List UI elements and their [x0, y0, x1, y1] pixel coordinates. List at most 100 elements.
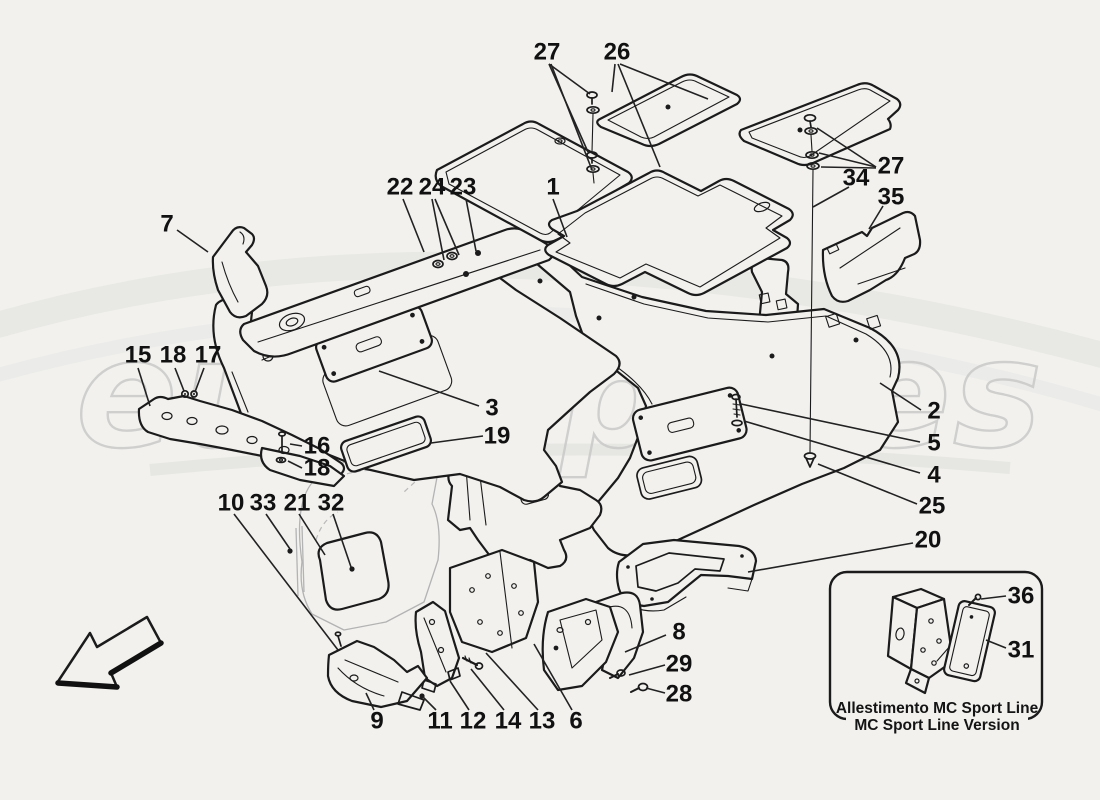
part-carpet-pad-right [631, 386, 748, 462]
callout-28: 28 [666, 681, 693, 708]
part-plate-13 [448, 548, 540, 654]
callout-34: 34 [843, 165, 870, 192]
leader-line-9 [365, 692, 375, 711]
leader-line-26 [611, 63, 616, 93]
screw-5-washer-4 [731, 393, 743, 427]
callout-7: 7 [160, 211, 173, 238]
carpet-right-opening [636, 455, 703, 500]
callout-12: 12 [460, 708, 487, 735]
leader-line-11 [422, 696, 437, 711]
leader-line-15 [137, 367, 151, 407]
leader-line-36 [980, 595, 1007, 600]
callout-4: 4 [927, 462, 941, 489]
part-bracket-30-inset [886, 587, 955, 695]
part-bracket-9 [326, 631, 429, 711]
part-insulation-pad-19 [339, 415, 433, 473]
part-plate-31 [943, 600, 996, 683]
leader-line-18 [174, 367, 185, 392]
leader-line-4 [743, 420, 921, 474]
callout-33: 33 [250, 490, 277, 517]
leader-line-7 [176, 229, 209, 253]
part-frame-20 [615, 538, 758, 612]
callout-25: 25 [919, 493, 946, 520]
callout-15: 15 [125, 342, 152, 369]
leader-line-5 [740, 403, 921, 443]
callout-2: 2 [927, 398, 940, 425]
callout-9: 9 [370, 708, 383, 735]
leader-line-35 [868, 205, 884, 230]
leader-line-33 [265, 513, 291, 550]
callout-17: 17 [195, 342, 222, 369]
leader-line-31 [985, 639, 1007, 649]
part-bracket-15 [137, 389, 346, 488]
part-mat-rear-center [596, 73, 742, 148]
callout-10: 10 [218, 490, 245, 517]
part-mat-front-center [544, 169, 794, 297]
screw-33 [287, 548, 293, 554]
leader-line-27 [548, 63, 591, 95]
fastener-stack-right [803, 113, 820, 468]
callout-5: 5 [927, 430, 940, 457]
screw-29 [609, 669, 626, 679]
callout-13: 13 [529, 708, 556, 735]
inset-caption-line1: Allestimento MC Sport Line [836, 700, 1039, 717]
leader-line-2 [879, 382, 922, 411]
leader-line-32 [332, 513, 352, 568]
leader-line-24 [434, 198, 460, 256]
callout-22: 22 [387, 174, 414, 201]
leader-line-27 [816, 127, 877, 168]
leader-line-34 [812, 186, 850, 208]
bolt-14 [461, 655, 484, 670]
part-pillar-trim-7 [211, 226, 269, 319]
inset-caption-line2: MC Sport Line Version [854, 717, 1019, 734]
callout-18: 18 [304, 455, 331, 482]
leader-line-3 [378, 370, 480, 407]
callout-3: 3 [485, 395, 498, 422]
part-carpet-right [528, 243, 901, 557]
leader-line-28 [645, 687, 666, 694]
leader-line-21 [298, 513, 326, 556]
part-insulation-panel-35 [821, 210, 922, 303]
leader-line-1 [552, 198, 568, 238]
screw-28 [630, 682, 649, 693]
callout-19: 19 [484, 423, 511, 450]
screw-32 [349, 566, 355, 572]
leader-line-25 [817, 463, 918, 505]
callout-18: 18 [160, 342, 187, 369]
callout-31: 31 [1008, 637, 1035, 664]
callout-36: 36 [1008, 583, 1035, 610]
callout-29: 29 [666, 651, 693, 678]
leader-line-22 [402, 198, 425, 253]
leader-line-29 [628, 664, 666, 676]
leader-line-20 [747, 542, 914, 573]
leader-line-10 [233, 513, 339, 651]
inset-mc-sport-line: Allestimento MC Sport Line MC Sport Line… [828, 570, 1044, 736]
callout-6: 6 [569, 708, 582, 735]
callout-1: 1 [546, 174, 559, 201]
callout-32: 32 [318, 490, 345, 517]
sill-clips [432, 250, 481, 277]
caption-backdrop [846, 700, 1028, 736]
leader-line-12 [449, 680, 470, 711]
leader-line-27 [820, 166, 877, 169]
leader-line-19 [430, 435, 484, 444]
part-panel-21 [287, 531, 390, 611]
leader-line-26 [617, 63, 661, 168]
leader-line-17 [194, 367, 205, 393]
callout-11: 11 [427, 708, 452, 735]
callout-27: 27 [878, 153, 905, 180]
callout-14: 14 [495, 708, 522, 735]
part-mat-rear-right [738, 82, 902, 167]
callout-8: 8 [672, 619, 685, 646]
part-bracket-6 [541, 597, 620, 692]
leader-line-18 [287, 460, 303, 469]
leader-line-23 [465, 198, 477, 252]
direction-arrow [55, 615, 164, 690]
leader-line-13 [485, 652, 539, 711]
part-bracket-12 [414, 600, 461, 693]
leader-line-27 [818, 152, 877, 168]
callout-26: 26 [604, 39, 631, 66]
screw-36 [968, 593, 982, 606]
